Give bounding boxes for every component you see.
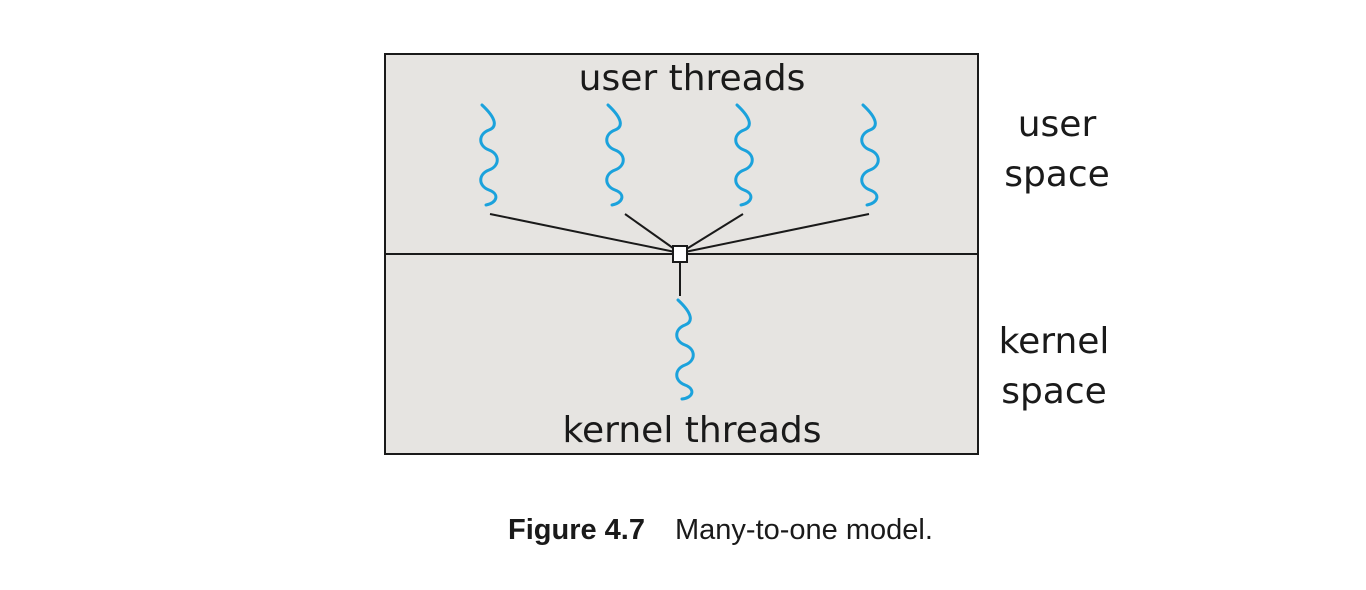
kernel-thread <box>675 298 695 401</box>
figure-number: Figure 4.7 <box>508 514 645 546</box>
mapping-node <box>672 245 688 263</box>
user-thread-1 <box>479 103 499 207</box>
caption-text: Many-to-one model. <box>675 514 933 546</box>
kernel-space-label: kernel space <box>992 317 1116 417</box>
user-space-label: user space <box>998 100 1116 200</box>
user-thread-4 <box>860 103 880 207</box>
user-space-region <box>385 54 978 254</box>
figure-caption: Figure 4.7 Many-to-one model. <box>508 514 933 547</box>
kernel-space-region <box>385 254 978 454</box>
kernel-threads-label: kernel threads <box>562 410 821 451</box>
mapping-line-1 <box>489 213 681 254</box>
user-space-line-1: user <box>1017 104 1097 145</box>
mapping-line-3 <box>679 213 744 254</box>
user-space-line-2: space <box>1004 154 1110 195</box>
kernel-space-line-1: kernel <box>998 321 1110 362</box>
user-threads-label: user threads <box>579 58 806 99</box>
mapping-line-2 <box>624 213 681 254</box>
mapping-line-4 <box>679 213 870 254</box>
kernel-space-line-2: space <box>1001 371 1107 412</box>
user-thread-2 <box>605 103 625 207</box>
user-thread-3 <box>734 103 754 207</box>
